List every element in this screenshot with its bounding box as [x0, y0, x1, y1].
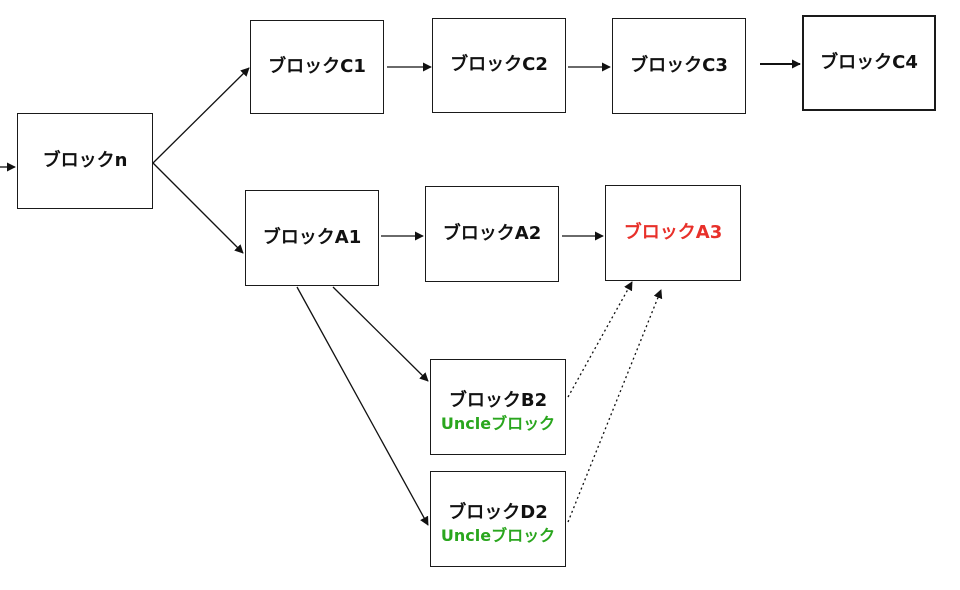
block-n-label: ブロックn — [42, 149, 128, 171]
block-a1-label: ブロックA1 — [262, 226, 362, 248]
block-c4: ブロックC4 — [802, 15, 936, 111]
edge-d2-a3 — [567, 289, 663, 523]
edge-n-a1 — [152, 162, 244, 254]
block-a2-label: ブロックA2 — [442, 222, 542, 244]
edge-a1-d2 — [296, 286, 429, 526]
edge-n-c1 — [152, 67, 250, 164]
block-c1-label: ブロックC1 — [268, 55, 366, 77]
block-a3: ブロックA3 — [605, 185, 741, 281]
block-c1: ブロックC1 — [250, 20, 384, 114]
block-b2-label: ブロックB2 — [448, 390, 548, 412]
block-a1: ブロックA1 — [245, 190, 379, 286]
block-b2: ブロックB2 Uncleブロック — [430, 359, 566, 455]
block-d2-label: ブロックD2 — [448, 502, 548, 524]
edge-a1-b2 — [332, 286, 429, 382]
edge-b2-a3 — [567, 281, 633, 398]
block-c2: ブロックC2 — [432, 18, 566, 113]
block-c4-label: ブロックC4 — [820, 51, 918, 73]
block-c3-label: ブロックC3 — [630, 54, 728, 76]
block-c3: ブロックC3 — [612, 18, 746, 114]
block-a2: ブロックA2 — [425, 186, 559, 282]
block-d2: ブロックD2 Uncleブロック — [430, 471, 566, 567]
block-b2-uncle-label: Uncleブロック — [440, 414, 556, 434]
block-d2-uncle-label: Uncleブロック — [440, 526, 556, 546]
block-n: ブロックn — [17, 113, 153, 209]
block-a3-label: ブロックA3 — [623, 221, 723, 243]
block-c2-label: ブロックC2 — [450, 54, 548, 76]
